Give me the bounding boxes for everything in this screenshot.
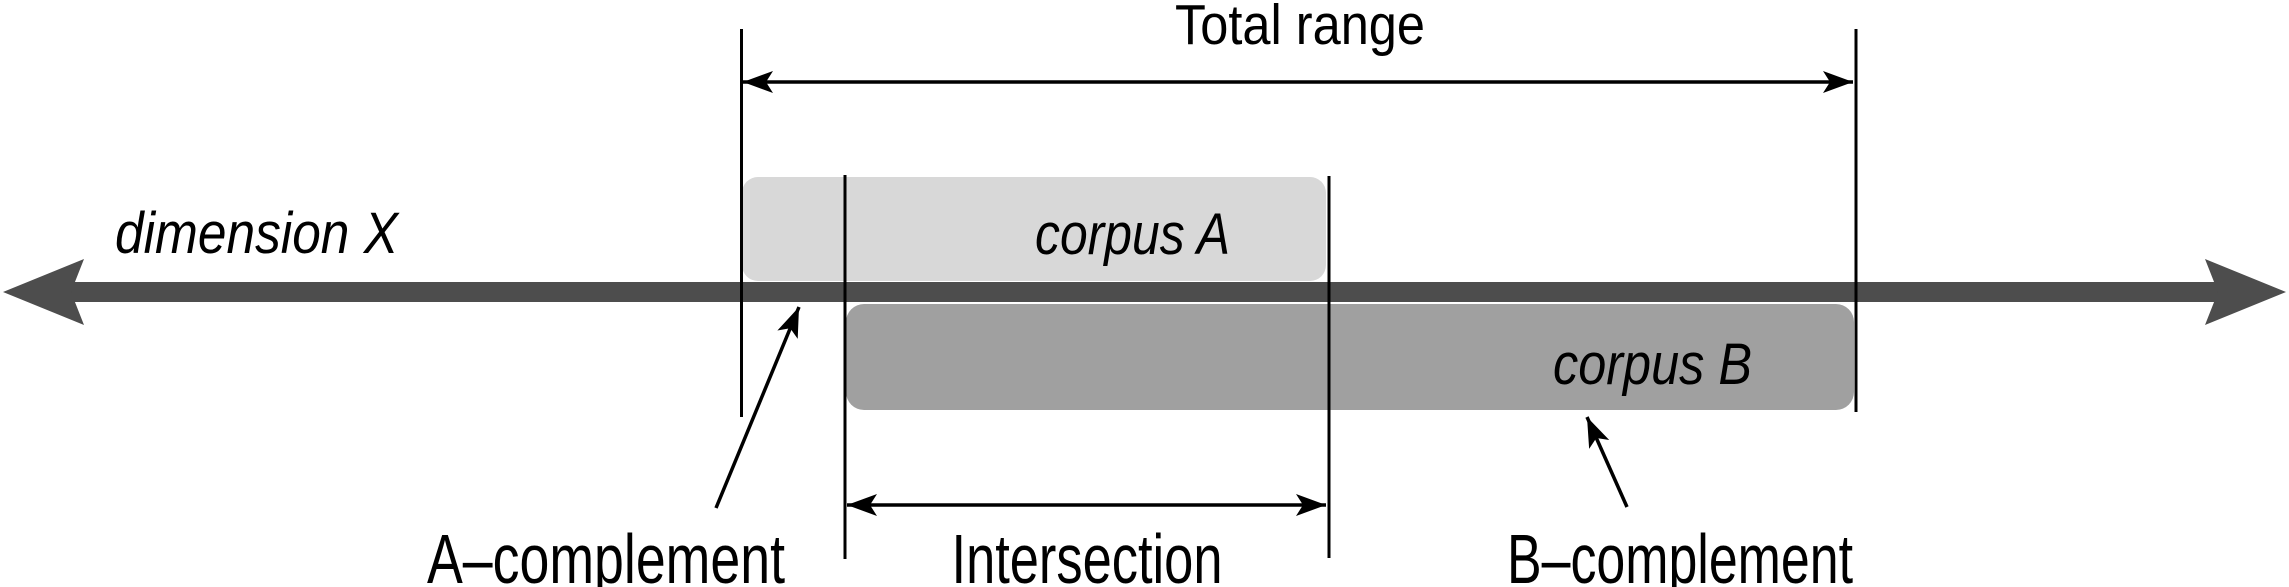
axis-bar — [68, 282, 2218, 302]
corpus-b-box — [846, 304, 1854, 410]
intersection-label: Intersection — [952, 520, 1223, 587]
corpus-b-label: corpus B — [1553, 332, 1752, 397]
b-complement-label: B–complement — [1507, 520, 1853, 587]
dimension-axis-arrow — [3, 259, 2286, 325]
axis-arrowhead-left-icon — [3, 259, 84, 325]
a-complement-pointer-arrow — [714, 306, 801, 509]
total-range-label: Total range — [1175, 0, 1425, 57]
b-complement-pointer-arrow — [1585, 416, 1629, 508]
dimension-x-label: dimension X — [115, 201, 400, 266]
corpus-a-label: corpus A — [1035, 202, 1230, 267]
corpus-a-box — [742, 177, 1326, 281]
a-complement-label: A–complement — [427, 520, 785, 587]
axis-arrowhead-right-icon — [2205, 259, 2286, 325]
